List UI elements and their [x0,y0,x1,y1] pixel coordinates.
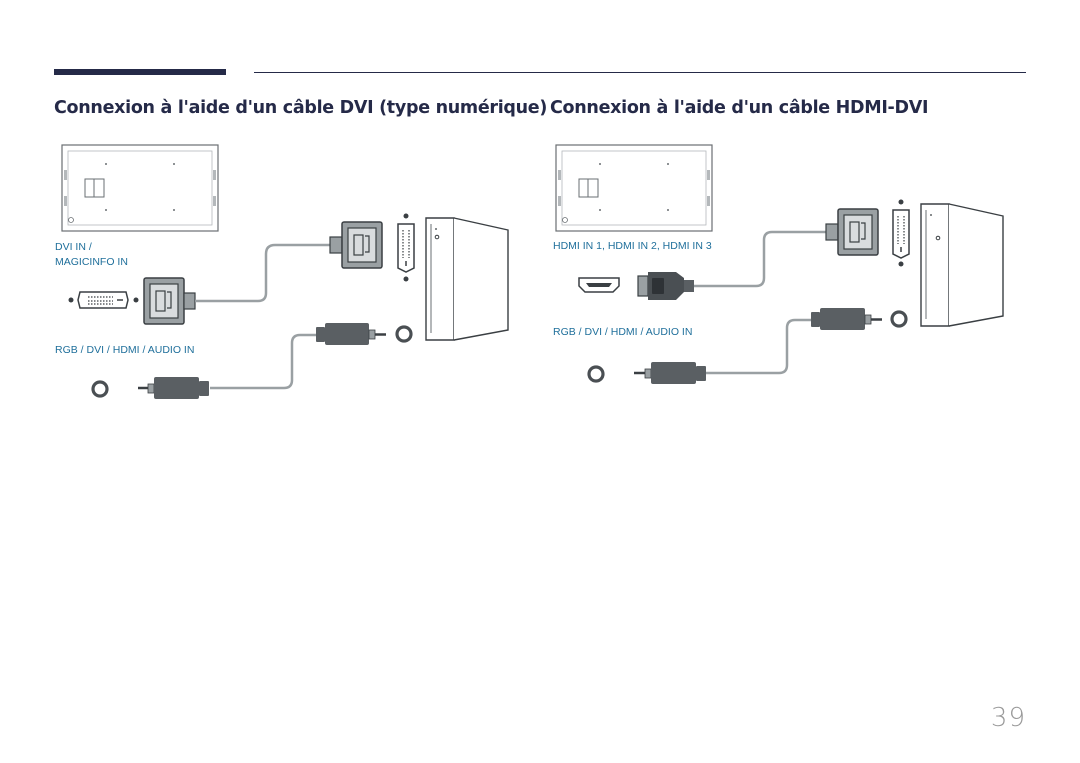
page-number: 39 [990,703,1026,733]
audio-jack-icon [91,380,109,398]
hdmi-port-icon [578,277,620,293]
display-back-panel-icon [61,144,219,232]
audio-plug-icon [316,323,386,345]
hdmi-dvi-connection-diagram [555,144,1004,384]
pc-tower-icon [425,217,509,341]
dvi-port-icon [397,213,415,282]
label-dvi-in: DVI IN / [55,241,92,253]
section-title-hdmi-dvi: Connexion à l'aide d'un câble HDMI-DVI [550,98,929,118]
hdmi-plug-icon [637,272,694,300]
dvi-plug-icon [329,221,383,269]
section-title-dvi: Connexion à l'aide d'un câble DVI (type … [54,98,548,118]
label-audio-in-left: RGB / DVI / HDMI / AUDIO IN [55,344,195,356]
display-back-panel-icon [555,144,713,232]
label-hdmi-in: HDMI IN 1, HDMI IN 2, HDMI IN 3 [553,240,712,252]
audio-jack-icon [890,310,908,328]
dvi-connection-diagram [61,144,509,399]
audio-plug-icon [138,377,209,399]
audio-jack-icon [587,365,605,383]
audio-jack-icon [395,325,413,343]
header-rule-thick [54,69,226,75]
header-rule-thin [254,72,1026,73]
pc-tower-icon [920,203,1004,327]
label-magicinfo-in: MAGICINFO IN [55,256,128,268]
audio-plug-icon [634,362,706,384]
label-audio-in-right: RGB / DVI / HDMI / AUDIO IN [553,326,693,338]
dvi-port-icon [892,199,910,267]
dvi-plug-icon [825,208,879,256]
dvi-port-icon [68,291,139,309]
audio-plug-icon [811,308,882,330]
